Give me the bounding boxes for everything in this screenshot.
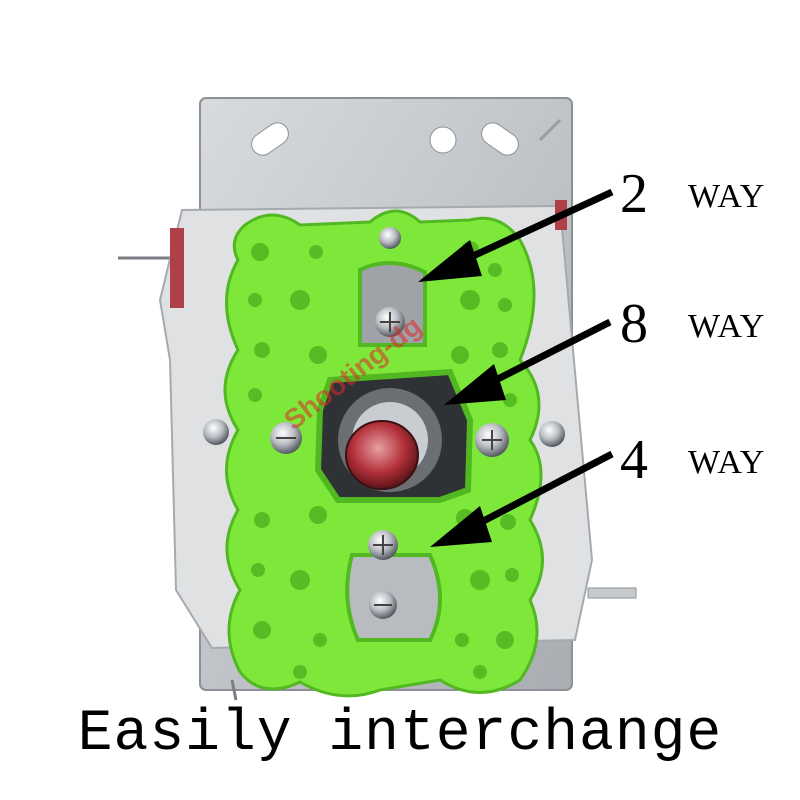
joystick-shaft [338, 388, 442, 492]
arrow-8-way [444, 318, 612, 405]
label-4-number: 4 [620, 429, 648, 491]
arrow-2-way [418, 188, 614, 282]
arrows [418, 188, 614, 547]
label-8-number: 8 [620, 293, 648, 355]
caption: Easily interchange [77, 702, 723, 767]
label-2-number: 2 [620, 163, 648, 225]
arrow-4-way [430, 450, 614, 547]
label-4-way: WAY [688, 444, 766, 481]
label-2-way: WAY [688, 178, 766, 215]
label-8-way: WAY [688, 308, 766, 345]
screws [203, 227, 565, 619]
